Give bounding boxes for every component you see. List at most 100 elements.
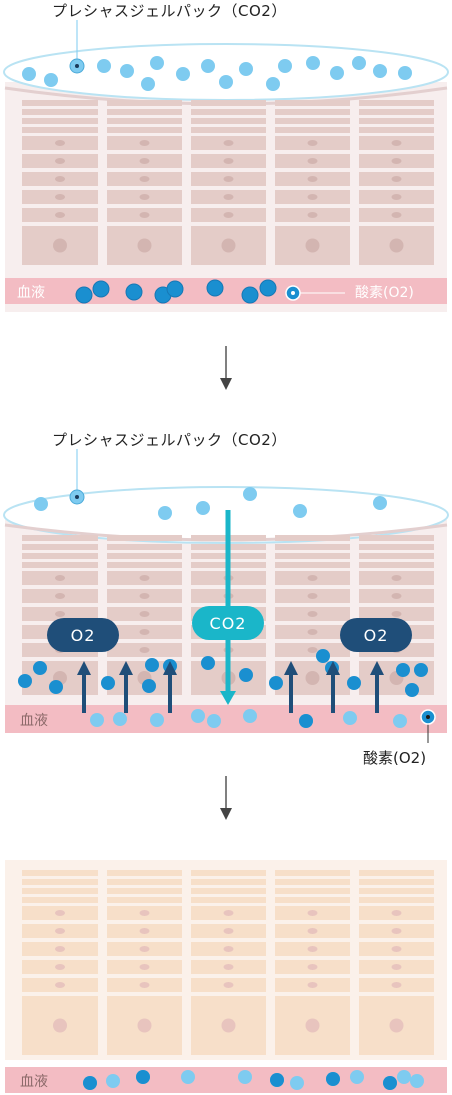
cell-nucleus	[55, 928, 65, 934]
cell-grid	[22, 870, 434, 1055]
skin-cell	[22, 127, 98, 133]
blood-label: 血液	[17, 285, 45, 301]
skin-cell	[107, 118, 182, 124]
up-arrow-head	[77, 661, 91, 675]
co2-arrow-head	[220, 691, 236, 705]
cell-nucleus	[55, 964, 65, 970]
blood-oxygen-dots	[75, 279, 277, 304]
oxygen-dot	[125, 283, 143, 301]
blood-dot	[350, 1070, 364, 1084]
skin-cell	[22, 870, 98, 876]
skin-cell	[191, 127, 266, 133]
skin-cell	[107, 870, 182, 876]
cell-nucleus	[137, 1018, 152, 1033]
cell-nucleus	[55, 611, 65, 617]
cell-nucleus	[305, 238, 320, 253]
cell-nucleus	[307, 611, 318, 617]
oxygen-dot	[326, 1072, 340, 1086]
cell-nucleus	[391, 158, 402, 164]
oxygen-dot	[136, 1070, 150, 1084]
stage-3-illustration	[5, 860, 447, 1093]
blood-dot	[207, 714, 221, 728]
blood-dot	[90, 713, 104, 727]
cell-nucleus	[391, 575, 402, 581]
cell-nucleus	[307, 928, 318, 934]
up-arrow-head	[370, 661, 384, 675]
oxygen-label: 酸素(O2)	[363, 749, 427, 767]
oxygen-dot	[142, 679, 156, 693]
oxygen-label-pin	[426, 715, 430, 719]
cell-nucleus	[223, 910, 234, 916]
oxygen-dot	[347, 676, 361, 690]
skin-cell	[359, 879, 434, 885]
oxygen-dot	[259, 279, 277, 297]
cell-nucleus	[391, 140, 402, 146]
cell-nucleus	[223, 140, 234, 146]
cell-nucleus	[55, 593, 65, 599]
oxygen-dot	[75, 286, 93, 304]
blood-dot	[410, 1074, 424, 1088]
co2-dot	[176, 67, 190, 81]
cell-nucleus	[391, 212, 402, 218]
skin-cell	[22, 888, 98, 894]
skin-cell	[359, 888, 434, 894]
oxygen-dot	[270, 1073, 284, 1087]
cell-nucleus	[307, 946, 318, 952]
cell-nucleus	[223, 176, 234, 182]
cell-nucleus	[53, 238, 67, 253]
skin-cell	[275, 100, 350, 106]
oxygen-dot	[239, 668, 253, 682]
co2-dot	[120, 64, 134, 78]
cell-nucleus	[307, 575, 318, 581]
cell-nucleus	[223, 194, 234, 200]
cell-nucleus	[391, 964, 402, 970]
blood-label: 血液	[20, 1074, 48, 1090]
skin-cell	[22, 100, 98, 106]
blood-dot	[238, 1070, 252, 1084]
cell-nucleus	[223, 158, 234, 164]
cell-nucleus	[139, 593, 150, 599]
skin-cell	[275, 118, 350, 124]
cell-nucleus	[139, 629, 150, 635]
gel-pack-label: プレシャスジェルパック（CO2）	[52, 2, 287, 20]
skin-cell	[107, 544, 182, 550]
skin-cell	[22, 879, 98, 885]
o2-pill-left: O2	[47, 618, 119, 652]
skin-cell	[107, 100, 182, 106]
co2-dot	[201, 59, 215, 73]
cell-nucleus	[139, 194, 150, 200]
skin-cell	[107, 535, 182, 541]
skin-cell	[359, 118, 434, 124]
cell-grid	[22, 100, 434, 265]
skin-cell	[275, 897, 350, 903]
skin-cell	[275, 870, 350, 876]
co2-dot	[373, 64, 387, 78]
stage-2-illustration	[3, 449, 449, 743]
skin-cell	[275, 879, 350, 885]
skin-cell	[275, 553, 350, 559]
skin-cell	[191, 888, 266, 894]
cell-nucleus	[137, 238, 152, 253]
skin-cell	[22, 544, 98, 550]
up-arrow-head	[119, 661, 133, 675]
oxygen-dot	[92, 280, 110, 298]
down-arrow-2	[220, 776, 232, 820]
blood-dot	[397, 1070, 411, 1084]
cell-nucleus	[391, 910, 402, 916]
cell-nucleus	[55, 946, 65, 952]
oxygen-dot	[18, 674, 32, 688]
stage-2: プレシャスジェルパック（CO2） O2 CO2 O2 血液 酸素(O2)	[0, 425, 452, 770]
cell-nucleus	[223, 982, 234, 988]
cell-nucleus	[389, 238, 404, 253]
cell-nucleus	[139, 910, 150, 916]
skin-cell	[275, 127, 350, 133]
cell-nucleus	[55, 982, 65, 988]
skin-cell	[359, 109, 434, 115]
blood-dot	[191, 709, 205, 723]
co2-dot	[278, 59, 292, 73]
skin-cell	[107, 562, 182, 568]
skin-cell	[359, 870, 434, 876]
cell-nucleus	[391, 611, 402, 617]
oxygen-dot	[145, 658, 159, 672]
cell-nucleus	[55, 212, 65, 218]
